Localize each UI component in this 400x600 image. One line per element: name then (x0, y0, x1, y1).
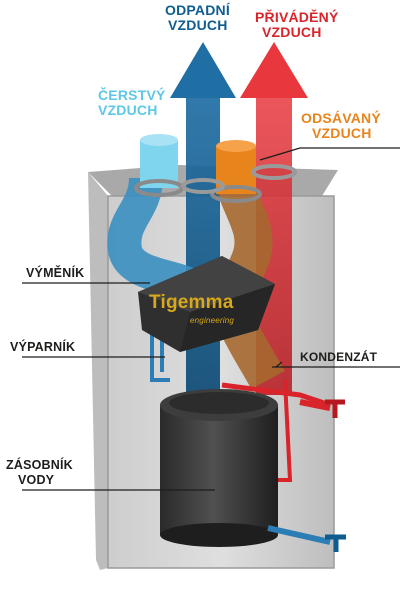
extract-air-label-2: VZDUCH (312, 125, 372, 141)
logo-tagline: engineering (190, 316, 235, 325)
supply-air-label-2: VZDUCH (262, 24, 322, 40)
water-tank (160, 389, 278, 547)
exhaust-air-label-2: VZDUCH (168, 17, 228, 33)
logo-wordmark: Tigemma (149, 292, 234, 313)
condensate-label: KONDENZÁT (300, 350, 378, 364)
cold-water-inlet (267, 525, 346, 552)
fresh-air-label-1: ČERSTVÝ (98, 87, 166, 103)
water-tank-label-2: VODY (18, 473, 55, 487)
water-tank-label-1: ZÁSOBNÍK (6, 458, 73, 472)
extract-air-label-1: ODSÁVANÝ (301, 110, 381, 126)
leader-lines (22, 147, 400, 491)
evaporator-label: VÝPARNÍK (10, 340, 76, 354)
supply-pipe-ring (251, 164, 297, 180)
heat-exchanger-block (138, 256, 275, 352)
exhaust-air-label-1: ODPADNÍ (165, 2, 230, 18)
exchanger-label: VÝMĚNÍK (26, 266, 85, 280)
fresh-air-label-2: VZDUCH (98, 102, 158, 118)
hot-water-outlet (299, 399, 345, 418)
exhaust-pipe-ring (181, 178, 225, 194)
supply-air-label-1: PŘIVÁDĚNÝ (255, 9, 339, 25)
